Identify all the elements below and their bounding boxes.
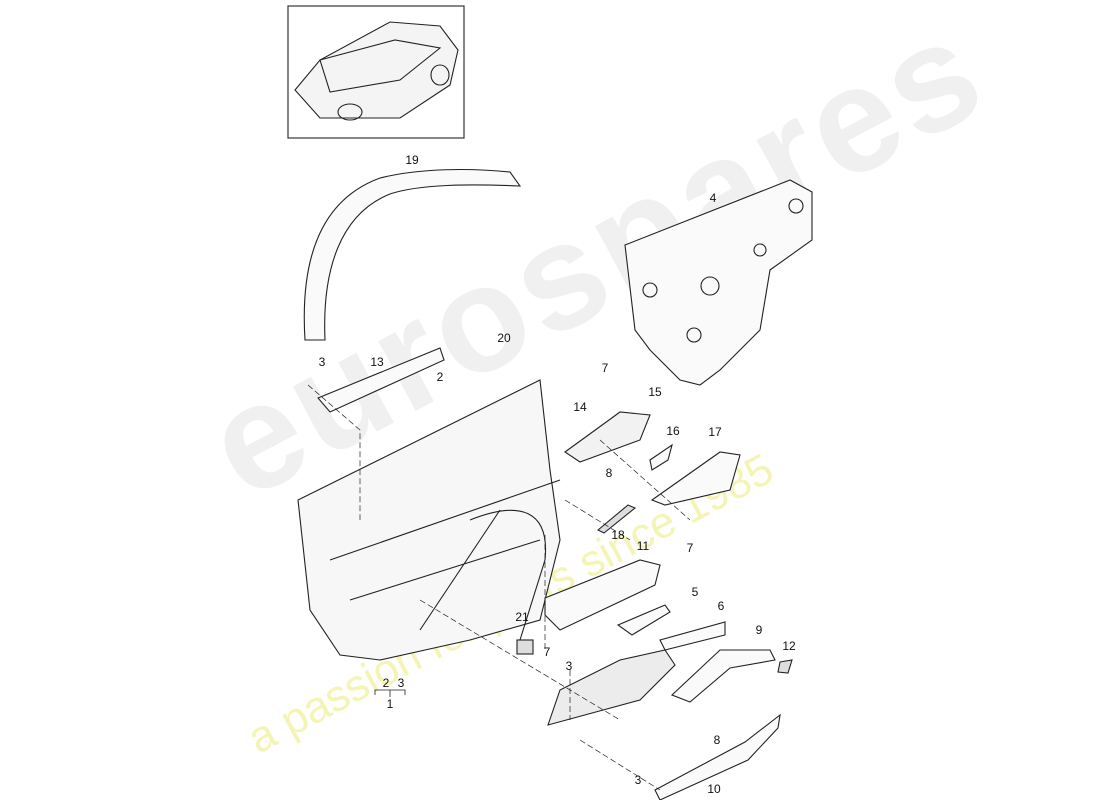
part-1-door-trim-panel [297, 379, 561, 661]
callout-2: 2 [382, 676, 390, 690]
part-13-trim-strip [317, 347, 445, 413]
callout-4: 4 [709, 191, 717, 205]
part-16-cover [649, 443, 673, 471]
callout-7: 7 [686, 541, 694, 555]
callout-17: 17 [708, 425, 722, 439]
callout-1: 1 [386, 697, 394, 711]
callout-14: 14 [573, 400, 587, 414]
callout-8: 8 [605, 466, 613, 480]
callout-18: 18 [611, 528, 625, 542]
vehicle-thumbnail [287, 5, 465, 139]
callout-13: 13 [370, 355, 384, 369]
callout-11: 11 [636, 539, 650, 553]
callout-21: 21 [515, 610, 529, 624]
callout-3: 3 [397, 676, 405, 690]
callout-12: 12 [782, 639, 796, 653]
callout-16: 16 [666, 424, 680, 438]
callout-3: 3 [634, 773, 642, 787]
part-14-handle-bracket [564, 411, 651, 463]
part-10-lower-trim [654, 713, 781, 800]
callout-6: 6 [717, 599, 725, 613]
part-5-bezel [616, 604, 671, 636]
callout-5: 5 [691, 585, 699, 599]
callout-8: 8 [713, 733, 721, 747]
callout-3: 3 [318, 355, 326, 369]
callout-19: 19 [405, 153, 419, 167]
callout-2: 2 [436, 370, 444, 384]
callout-3: 3 [565, 659, 573, 673]
callout-10: 10 [707, 782, 721, 796]
part-19-window-trim [303, 168, 522, 341]
part-9-pull-handle [670, 649, 776, 703]
part-12-end-cap [777, 659, 793, 674]
callout-7: 7 [543, 645, 551, 659]
part-6-pull-handle-trim [659, 621, 726, 651]
callout-7: 7 [601, 361, 609, 375]
callout-9: 9 [755, 623, 763, 637]
callout-20: 20 [497, 331, 511, 345]
part-21-switch-frame [516, 639, 534, 655]
part-17-handle-trim [650, 451, 741, 506]
callout-15: 15 [648, 385, 662, 399]
